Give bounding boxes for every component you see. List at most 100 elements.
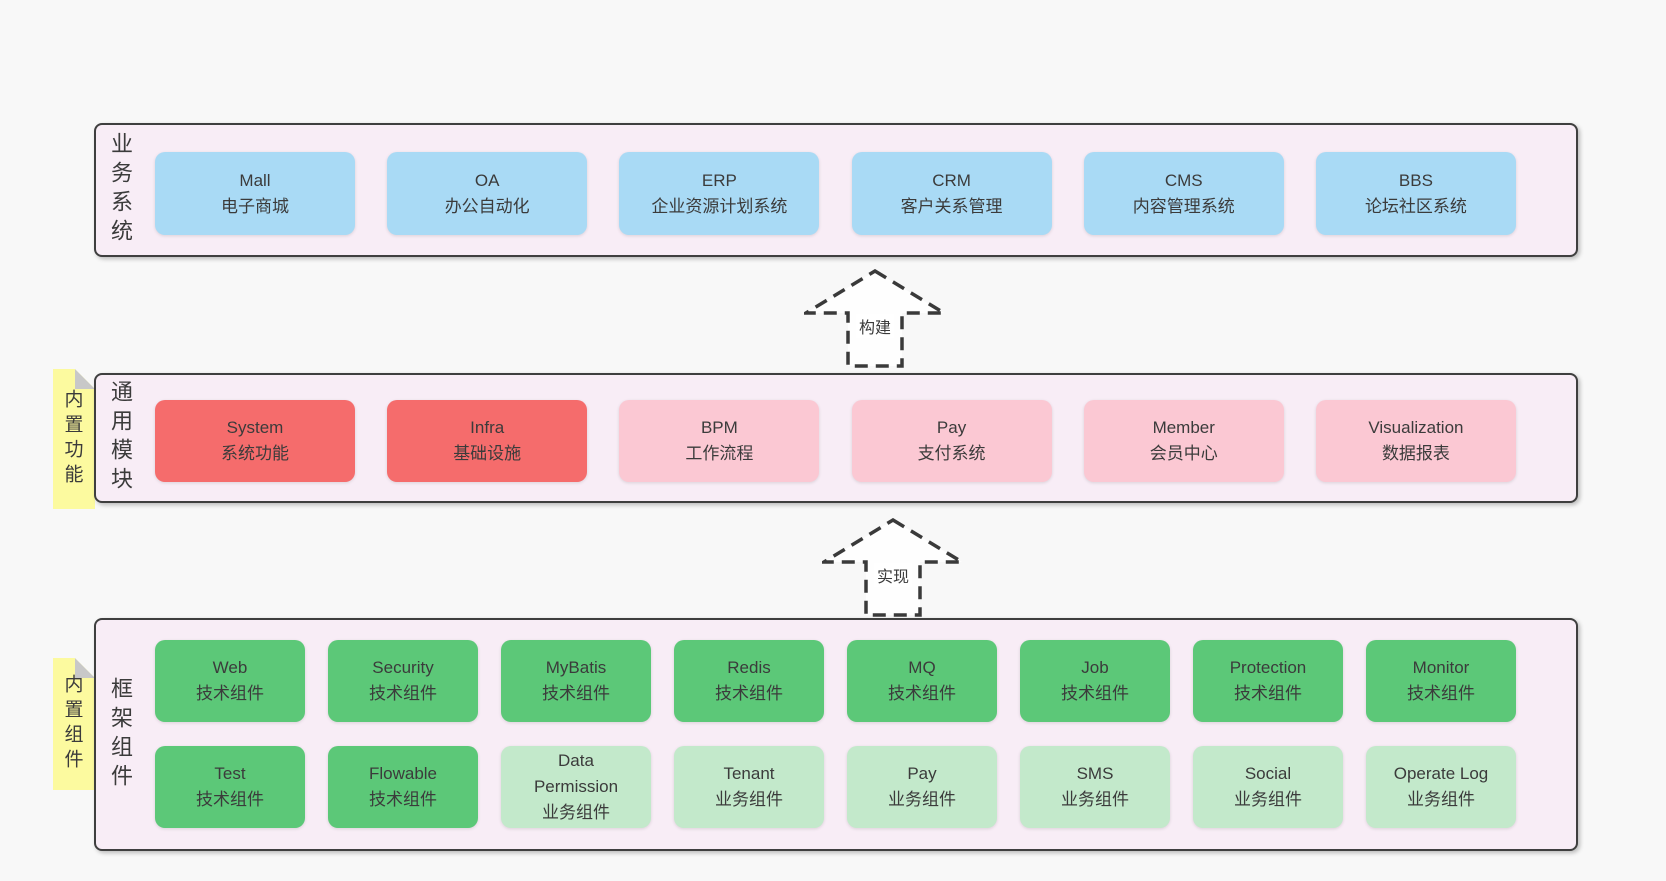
arrow-implement-label: 实现: [873, 563, 913, 587]
box-title: MyBatis: [545, 658, 607, 677]
box-flowable: Flowable 技术组件: [328, 746, 478, 828]
box-title: CMS: [1164, 170, 1203, 190]
box-redis: Redis 技术组件: [674, 640, 824, 722]
box-web: Web 技术组件: [155, 640, 305, 722]
box-visualization: Visualization 数据报表: [1315, 400, 1516, 482]
box-title: OA: [474, 170, 500, 190]
box-pay-business: Pay 业务组件: [847, 746, 997, 828]
panel-label-business-systems: 业务系统: [108, 132, 133, 248]
sticky-tab-built-in-components: 内置组件: [53, 658, 95, 790]
box-subtitle: 办公自动化: [444, 196, 530, 216]
box-security: Security 技术组件: [328, 640, 478, 722]
box-title: Infra: [470, 418, 505, 437]
box-title: BPM: [700, 418, 738, 437]
box-data-permission: Data Permission 业务组件: [501, 746, 651, 828]
box-subtitle: 技术组件: [369, 684, 437, 703]
box-subtitle: 技术组件: [1061, 684, 1129, 703]
box-subtitle: 技术组件: [715, 684, 783, 703]
box-subtitle: 业务组件: [715, 790, 783, 809]
box-subtitle: 基础设施: [453, 444, 522, 463]
arrow-implement: 实现: [822, 518, 964, 617]
box-title: Pay: [907, 764, 937, 783]
box-subtitle: 技术组件: [369, 790, 437, 809]
box-subtitle: 客户关系管理: [900, 196, 1003, 216]
box-title: Test: [214, 764, 246, 783]
box-mq: MQ 技术组件: [847, 640, 997, 722]
box-title: CRM: [932, 170, 971, 190]
box-title: Security: [372, 658, 434, 677]
framework-box-row-1: Web 技术组件 Security 技术组件 MyBatis 技术组件 Redi…: [155, 640, 1516, 722]
box-subtitle: 会员中心: [1149, 444, 1218, 463]
panel-business-systems: 业务系统 Mall 电子商城 OA 办公自动化 ERP 企业资源计划系统 CRM…: [94, 123, 1578, 257]
box-subtitle: 技术组件: [542, 684, 610, 703]
panel-common-modules: 通用模块 System 系统功能 Infra 基础设施 BPM 工作流程 Pay…: [94, 373, 1578, 503]
box-subtitle: 业务组件: [888, 790, 956, 809]
box-bbs: BBS 论坛社区系统: [1315, 152, 1516, 235]
box-title: Job: [1081, 658, 1109, 677]
box-subtitle: 数据报表: [1381, 444, 1450, 463]
box-subtitle: 业务组件: [1234, 790, 1302, 809]
box-erp: ERP 企业资源计划系统: [619, 152, 820, 235]
box-title: Data Permission: [533, 751, 619, 796]
box-subtitle: 技术组件: [1407, 684, 1475, 703]
panel-framework-components: 框架组件 Web 技术组件 Security 技术组件 MyBatis 技术组件…: [94, 618, 1578, 851]
box-title: Monitor: [1412, 658, 1470, 677]
box-subtitle: 业务组件: [542, 803, 610, 822]
box-title: Flowable: [368, 764, 438, 783]
box-title: MQ: [908, 658, 936, 677]
box-mall: Mall 电子商城: [155, 152, 355, 235]
box-subtitle: 企业资源计划系统: [651, 196, 788, 216]
box-subtitle: 内容管理系统: [1132, 196, 1235, 216]
box-subtitle: 业务组件: [1407, 790, 1475, 809]
box-tenant: Tenant 业务组件: [674, 746, 824, 828]
box-protection: Protection 技术组件: [1193, 640, 1343, 722]
panel-label-common-modules: 通用模块: [108, 380, 133, 496]
box-title: Member: [1152, 418, 1215, 437]
box-title: Operate Log: [1393, 764, 1489, 783]
box-oa: OA 办公自动化: [387, 152, 588, 235]
box-title: ERP: [701, 170, 737, 190]
box-infra: Infra 基础设施: [387, 400, 588, 482]
box-title: Redis: [727, 658, 771, 677]
box-subtitle: 技术组件: [888, 684, 956, 703]
box-title: Tenant: [723, 764, 775, 783]
box-bpm: BPM 工作流程: [619, 400, 820, 482]
box-subtitle: 支付系统: [917, 444, 986, 463]
panel-label-framework-components: 框架组件: [108, 676, 133, 793]
box-title: Web: [212, 658, 248, 677]
box-title: Visualization: [1368, 418, 1464, 437]
box-title: Protection: [1229, 658, 1307, 677]
box-title: System: [226, 418, 284, 437]
sticky-tab-label: 内置组件: [61, 674, 83, 774]
box-cms: CMS 内容管理系统: [1083, 152, 1284, 235]
box-title: Pay: [936, 418, 967, 437]
box-job: Job 技术组件: [1020, 640, 1170, 722]
modules-box-row: System 系统功能 Infra 基础设施 BPM 工作流程 Pay 支付系统…: [155, 400, 1516, 482]
box-title: Social: [1244, 764, 1292, 783]
box-subtitle: 电子商城: [221, 196, 289, 216]
sticky-tab-built-in-features: 内置功能: [53, 369, 95, 509]
box-operate-log: Operate Log 业务组件: [1366, 746, 1516, 828]
box-member: Member 会员中心: [1083, 400, 1284, 482]
box-title: SMS: [1076, 764, 1114, 783]
box-crm: CRM 客户关系管理: [851, 152, 1052, 235]
sticky-tab-label: 内置功能: [61, 389, 83, 489]
arrow-build: 构建: [804, 269, 946, 368]
box-social: Social 业务组件: [1193, 746, 1343, 828]
box-monitor: Monitor 技术组件: [1366, 640, 1516, 722]
box-subtitle: 技术组件: [196, 790, 264, 809]
box-title: BBS: [1398, 170, 1433, 190]
box-subtitle: 系统功能: [221, 444, 289, 463]
box-sms: SMS 业务组件: [1020, 746, 1170, 828]
business-box-row: Mall 电子商城 OA 办公自动化 ERP 企业资源计划系统 CRM 客户关系…: [155, 152, 1516, 235]
box-mybatis: MyBatis 技术组件: [501, 640, 651, 722]
box-subtitle: 业务组件: [1061, 790, 1129, 809]
box-pay: Pay 支付系统: [851, 400, 1052, 482]
box-test: Test 技术组件: [155, 746, 305, 828]
box-system: System 系统功能: [155, 400, 355, 482]
arrow-build-label: 构建: [855, 314, 895, 338]
framework-box-row-2: Test 技术组件 Flowable 技术组件 Data Permission …: [155, 746, 1516, 828]
box-subtitle: 技术组件: [1234, 684, 1302, 703]
box-title: Mall: [239, 170, 271, 190]
